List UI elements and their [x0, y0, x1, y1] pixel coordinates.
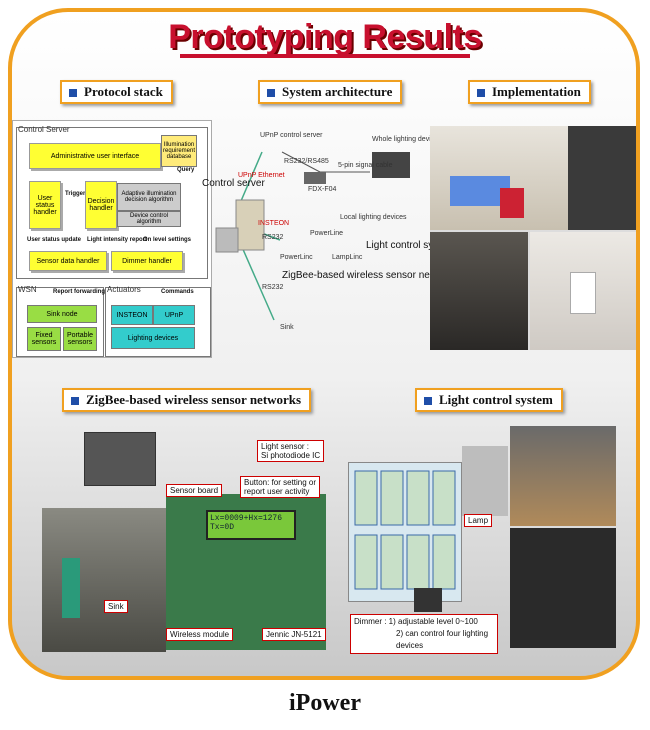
implementation-photos — [430, 126, 636, 350]
lamp-photo — [462, 446, 508, 516]
device-photo — [568, 126, 636, 230]
light-control-system-label: Light control system — [366, 240, 455, 251]
insteon-label: INSTEON — [258, 220, 290, 227]
footer-title: iPower — [289, 690, 361, 716]
dimmer-line-2: 2) can control four lighting devices — [396, 629, 489, 650]
ethernet-label: UPnP Ethernet — [238, 172, 285, 179]
label-zigbee: ZigBee-based wireless sensor networks — [62, 388, 312, 412]
sink-node-box: Sink node — [27, 305, 97, 323]
bathroom-photo — [530, 232, 636, 350]
server-icon — [235, 199, 265, 251]
label-text: System architecture — [282, 84, 393, 99]
chair-shape — [500, 188, 524, 218]
label-implementation: Implementation — [468, 80, 591, 104]
bedroom-photo — [430, 126, 568, 230]
powerline-label: PowerLine — [310, 230, 344, 237]
lcd-line-1: Lx=0009+Hx=1276 — [210, 514, 283, 523]
whole-lighting-label: Whole lighting devices — [372, 136, 442, 143]
dimmer-photo — [510, 528, 616, 648]
bullet-icon — [69, 89, 77, 97]
bullet-icon — [424, 397, 432, 405]
sink-callout: Sink — [104, 600, 128, 613]
living-room-photo — [430, 232, 528, 350]
report-forwarding-label: Report forwarding — [53, 289, 105, 295]
sensor-data-handler: Sensor data handler — [29, 251, 107, 271]
page-title: Prototyping Results — [168, 18, 482, 56]
admin-ui-box: Administrative user interface — [29, 143, 161, 169]
architecture-lines — [215, 151, 410, 321]
protocol-stack-diagram: Control Server Administrative user inter… — [12, 120, 212, 358]
commands-label: Commands — [161, 289, 194, 295]
adaptive-algorithm: Adaptive illumination decision algorithm — [117, 183, 181, 211]
system-architecture-diagram: UPnP control server RS232/RS485 5-pin si… — [200, 128, 459, 348]
sensor-board-callout: Sensor board — [166, 484, 223, 497]
illumination-db: Illumination requirement database — [161, 135, 197, 167]
onlevel-label: On level settings — [143, 237, 192, 243]
sensor-board-photo: Lx=0009+Hx=1276 Tx=0D — [166, 494, 326, 650]
title-underline — [180, 54, 470, 58]
rs232b-label: RS232 — [262, 284, 284, 291]
sink-label: Sink — [280, 324, 294, 331]
label-text: Light control system — [439, 392, 553, 407]
trigger-label: Trigger — [65, 191, 86, 197]
sink-shape — [570, 272, 596, 314]
bullet-icon — [267, 89, 275, 97]
wireless-module-callout: Wireless module — [166, 628, 234, 641]
lighting-devices-box: Lighting devices — [111, 327, 195, 349]
light-sensor-callout: Light sensor : Si photodiode IC — [257, 440, 325, 462]
zigbee-wsn-label: ZigBee-based wireless sensor networks — [282, 270, 459, 281]
label-light-control: Light control system — [415, 388, 563, 412]
rs232-label: RS232 — [262, 234, 284, 241]
bullet-icon — [477, 89, 485, 97]
label-text: ZigBee-based wireless sensor networks — [86, 392, 302, 407]
wsn-label: WSN — [18, 285, 37, 294]
actuators-label: Actuators — [107, 285, 141, 294]
lamplinc-label: LampLinc — [332, 254, 363, 261]
lighting-panel-diagram — [348, 462, 462, 602]
rs-label: RS232/RS485 — [284, 158, 329, 165]
upnp-server-label: UPnP control server — [260, 132, 323, 139]
label-system-architecture: System architecture — [258, 80, 403, 104]
bullet-icon — [71, 397, 79, 405]
laptop-photo — [84, 432, 156, 486]
lamp-callout: Lamp — [464, 514, 493, 527]
local-lighting-label: Local lighting devices — [340, 214, 407, 221]
usb-module — [62, 558, 80, 618]
light-report-label: Light intensity report — [87, 237, 147, 243]
query-label: Query — [177, 167, 195, 173]
insteon-box: INSTEON — [111, 305, 153, 325]
fdx-label: FDX-F04 — [308, 186, 337, 193]
wsn-group — [16, 287, 104, 357]
dimmer-device — [414, 588, 442, 612]
portable-sensors-box: Portable sensors — [63, 327, 97, 351]
upnp-box: UPnP — [153, 305, 195, 325]
label-text: Protocol stack — [84, 84, 163, 99]
dimmer-handler: Dimmer handler — [111, 251, 183, 271]
user-status-update-label: User status update — [27, 237, 82, 243]
fixed-sensors-box: Fixed sensors — [27, 327, 61, 351]
label-protocol-stack: Protocol stack — [60, 80, 173, 104]
label-text: Implementation — [492, 84, 581, 99]
ceiling-photo — [510, 426, 616, 526]
user-status-handler: User status handler — [29, 181, 61, 229]
control-server-group — [16, 127, 208, 279]
decision-handler: Decision handler — [85, 181, 117, 229]
powerlinc-label: PowerLinc — [280, 254, 313, 261]
lighting-grid — [354, 470, 456, 590]
actuators-group — [105, 287, 211, 357]
sink-photo — [42, 508, 166, 652]
jennic-callout: Jennic JN-5121 — [262, 628, 326, 641]
device-control-algorithm: Device control algorithm — [117, 211, 181, 227]
dimmer-callout: Dimmer : 1) adjustable level 0~100 2) ca… — [350, 614, 498, 654]
control-server-label: Control server — [202, 178, 265, 189]
lcd-display: Lx=0009+Hx=1276 Tx=0D — [206, 510, 296, 540]
dimmer-line-1: Dimmer : 1) adjustable level 0~100 — [354, 617, 478, 626]
lcd-line-2: Tx=0D — [210, 523, 235, 532]
cable-label: 5-pin signal cable — [338, 162, 393, 169]
button-callout: Button: for setting or report user activ… — [240, 476, 321, 498]
control-server-label: Control Server — [18, 125, 70, 134]
